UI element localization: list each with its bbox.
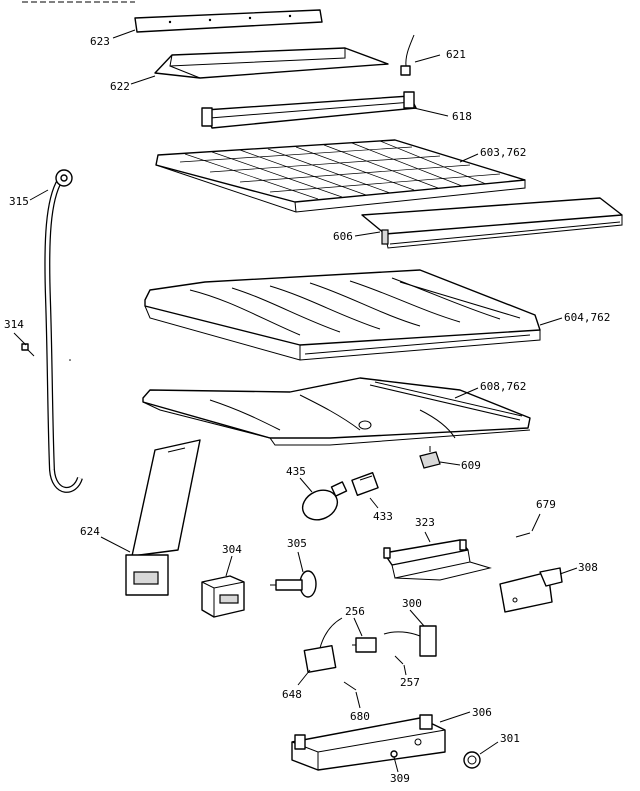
leader-621 [414,54,441,63]
part-315-tube [44,169,83,493]
part-623-strip [134,9,323,33]
part-306-base-bracket [291,714,446,771]
leader-606 [354,231,381,237]
part-603-wire-shelf [155,139,526,213]
part-257-screw [394,655,404,665]
leader-305 [297,551,304,573]
label-308: 308 [578,561,598,574]
leader-680 [355,691,361,709]
label-604: 604,762 [564,311,610,324]
part-435-bulb [301,481,348,521]
part-309-fastener [390,750,398,758]
label-323: 323 [415,516,435,529]
leader-604 [539,317,563,326]
leader-308 [559,567,578,575]
leader-679 [531,513,541,532]
label-257: 257 [400,676,420,689]
part-305-knob [270,570,317,598]
part-314-screw [21,343,35,357]
label-609: 609 [461,459,481,472]
part-308-bracket [499,567,563,613]
part-304-block [201,575,245,618]
part-648-motor [303,617,343,673]
label-608: 608,762 [480,380,526,393]
label-618: 618 [452,110,472,123]
leader-301 [479,741,499,755]
leader-323 [424,531,431,543]
label-306: 306 [472,706,492,719]
label-300: 300 [402,597,422,610]
label-648: 648 [282,688,302,701]
label-622: 622 [110,80,130,93]
part-608-pan [142,377,531,446]
part-256-connector [352,637,377,653]
part-680-screw [343,681,357,691]
leader-603 [459,153,479,163]
leader-622 [130,75,156,85]
part-604-shelf [144,269,541,361]
leader-623 [112,29,136,39]
part-606-cover [361,197,623,249]
label-603: 603,762 [480,146,526,159]
leader-256 [353,617,363,637]
leader-304 [225,555,233,577]
leader-624 [100,536,131,553]
part-618-rail [201,91,417,129]
leader-300 [409,609,425,627]
leader-608 [454,387,479,399]
part-301-knob [463,751,481,769]
label-680: 680 [350,710,370,723]
leader-309 [393,756,399,773]
part-300-switch [383,625,437,657]
leader-257 [403,664,407,676]
leader-306 [439,711,471,723]
label-624: 624 [80,525,100,538]
leader-314 [13,332,27,346]
leader-609 [439,461,461,466]
label-314: 314 [4,318,24,331]
label-623: 623 [90,35,110,48]
leader-433 [369,497,379,509]
label-305: 305 [287,537,307,550]
leader-315 [29,189,49,201]
label-304: 304 [222,543,242,556]
label-315: 315 [9,195,29,208]
part-621-wire [400,34,415,76]
stray-dot [69,359,71,361]
label-435: 435 [286,465,306,478]
leader-648 [297,669,311,686]
label-621: 621 [446,48,466,61]
part-433-socket [351,472,379,496]
label-679: 679 [536,498,556,511]
label-309: 309 [390,772,410,785]
part-624-panel [125,439,201,596]
part-622-tray [154,47,389,79]
part-679-screw [515,532,531,538]
label-433: 433 [373,510,393,523]
leader-618 [413,107,449,117]
part-323-housing [383,539,492,581]
label-301: 301 [500,732,520,745]
leader-435 [299,477,313,493]
part-609-clip [419,446,441,469]
label-256: 256 [345,605,365,618]
label-606: 606 [333,230,353,243]
